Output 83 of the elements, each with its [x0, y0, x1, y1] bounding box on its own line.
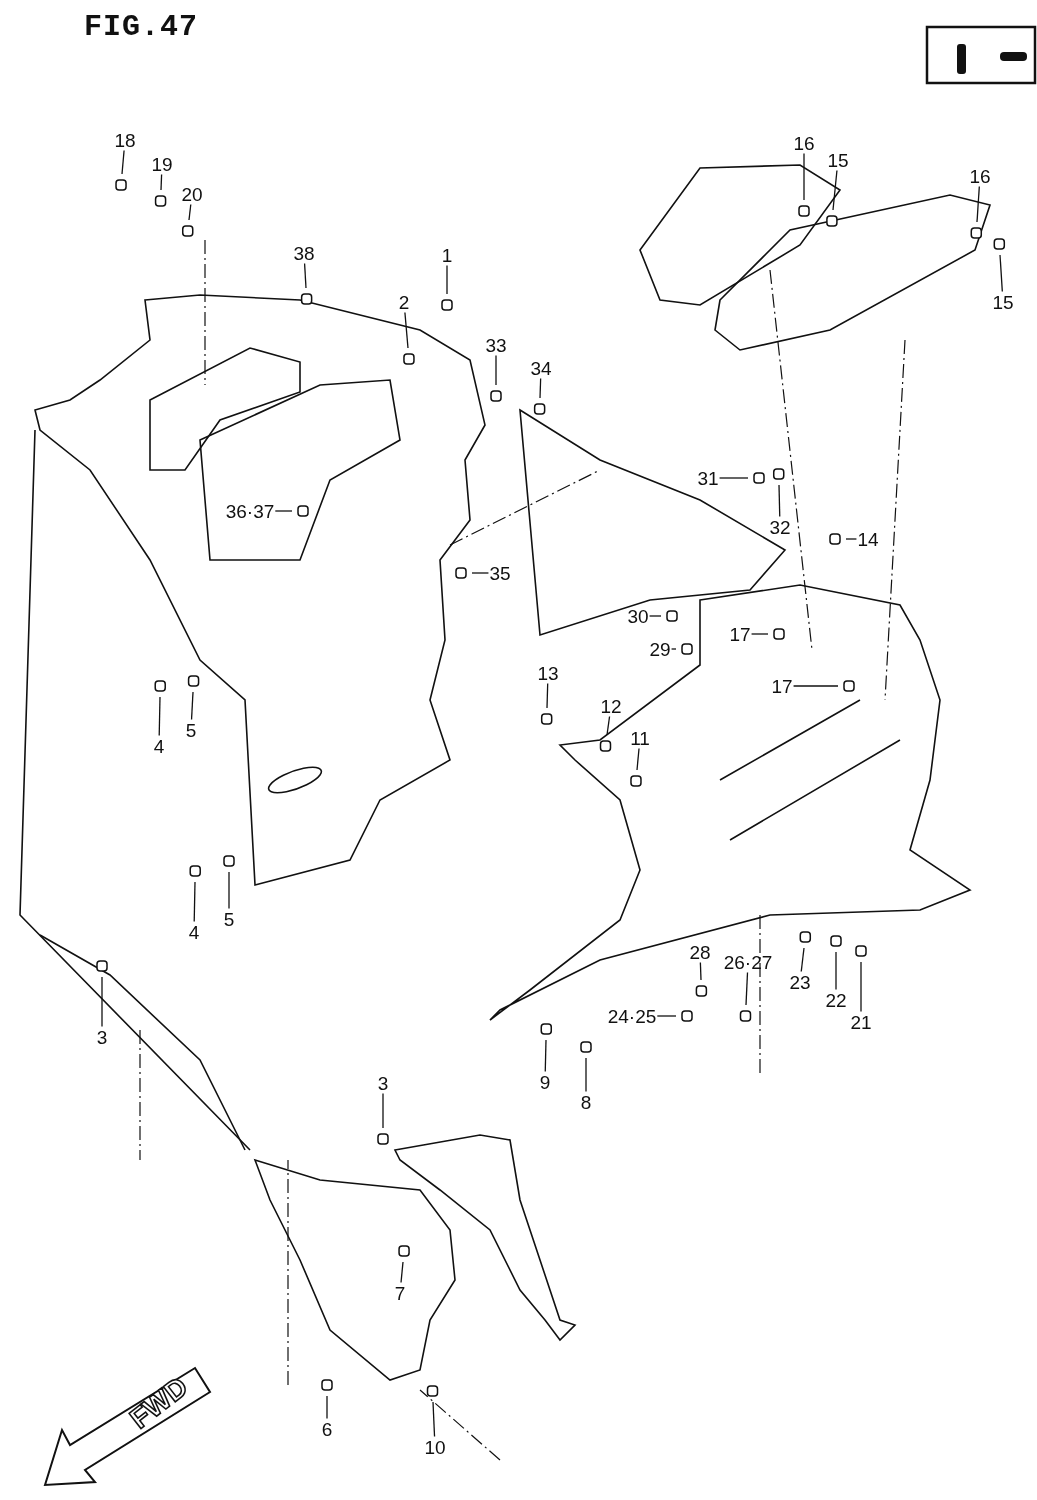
- callout-number: 3: [376, 1072, 390, 1094]
- leader-line: [648, 615, 662, 617]
- callout-number: 33: [484, 334, 508, 356]
- leader-line: [745, 971, 749, 1006]
- callout-number: 1: [440, 244, 454, 266]
- leader-line: [999, 254, 1003, 293]
- leader-line: [404, 311, 409, 349]
- callout-number: 22: [824, 989, 848, 1011]
- leader-line: [656, 1015, 677, 1017]
- callout-number: 31: [696, 467, 720, 489]
- callout-number: 16: [968, 165, 992, 187]
- leader-line: [190, 691, 194, 721]
- callout-number: 9: [538, 1071, 552, 1093]
- leader-line: [400, 1261, 404, 1284]
- leader-line: [539, 377, 542, 399]
- leader-line: [585, 1057, 587, 1093]
- leader-line: [274, 510, 293, 512]
- callout-number: 32: [768, 516, 792, 538]
- callout-number: 13: [536, 662, 560, 684]
- callout-number: 12: [599, 695, 623, 717]
- callout-number: 17: [728, 623, 752, 645]
- callout-number: 21: [849, 1011, 873, 1033]
- callout-number: 2: [397, 291, 411, 313]
- leader-line: [718, 477, 749, 479]
- leader-line: [750, 633, 769, 635]
- callout-number: 7: [393, 1282, 407, 1304]
- callout-number: 35: [488, 562, 512, 584]
- leader-line: [832, 169, 838, 211]
- callout-number: 29: [648, 638, 672, 660]
- callout-number: 20: [180, 183, 204, 205]
- callout-number: 19: [150, 153, 174, 175]
- leader-line: [193, 881, 196, 923]
- leader-line: [636, 747, 640, 771]
- callout-number: 6: [320, 1418, 334, 1440]
- leader-line: [606, 715, 611, 736]
- callout-number: 24·25: [606, 1005, 658, 1027]
- callout-number: 30: [626, 605, 650, 627]
- leader-line: [121, 149, 125, 175]
- leader-line: [228, 871, 230, 910]
- leader-line: [446, 264, 448, 295]
- callout-number: 5: [222, 908, 236, 930]
- callout-number: 10: [423, 1436, 447, 1458]
- leader-line: [471, 572, 490, 574]
- leader-line: [495, 354, 497, 386]
- leader-line: [303, 262, 307, 289]
- leader-line: [860, 961, 862, 1013]
- leader-line: [101, 976, 103, 1028]
- leader-line: [158, 696, 161, 737]
- callout-number: 15: [991, 291, 1015, 313]
- leader-line: [188, 203, 192, 221]
- leader-line: [803, 152, 805, 201]
- leader-line: [382, 1092, 384, 1129]
- leader-line: [835, 951, 837, 991]
- leader-line: [976, 185, 980, 223]
- leader-line: [326, 1395, 328, 1420]
- callout-number: 11: [629, 727, 651, 749]
- leader-line: [699, 961, 702, 981]
- callout-number: 4: [152, 735, 166, 757]
- leader-line: [845, 538, 858, 540]
- callout-number: 15: [826, 149, 850, 171]
- leader-line: [800, 947, 805, 973]
- leader-line: [544, 1039, 547, 1073]
- callout-number: 16: [792, 132, 816, 154]
- callout-number: 28: [688, 941, 712, 963]
- callout-number: 18: [113, 129, 137, 151]
- callout-number: 5: [184, 719, 198, 741]
- leader-line: [670, 648, 677, 650]
- figure-title: FIG.47: [84, 10, 199, 44]
- leader-line: [546, 682, 549, 709]
- callout-number: 26·27: [722, 951, 774, 973]
- callout-number: 23: [788, 971, 812, 993]
- callout-number: 17: [770, 675, 794, 697]
- callout-number: 8: [579, 1091, 593, 1113]
- leader-line: [160, 173, 163, 191]
- leader-line: [778, 484, 781, 518]
- leader-line: [432, 1401, 436, 1438]
- callout-number: 36·37: [224, 500, 276, 522]
- callout-number: 3: [95, 1026, 109, 1048]
- callout-number: 14: [856, 528, 880, 550]
- callout-number: 38: [292, 242, 316, 264]
- callout-number: 4: [187, 921, 201, 943]
- callout-number: 34: [529, 357, 553, 379]
- leader-line: [792, 685, 839, 687]
